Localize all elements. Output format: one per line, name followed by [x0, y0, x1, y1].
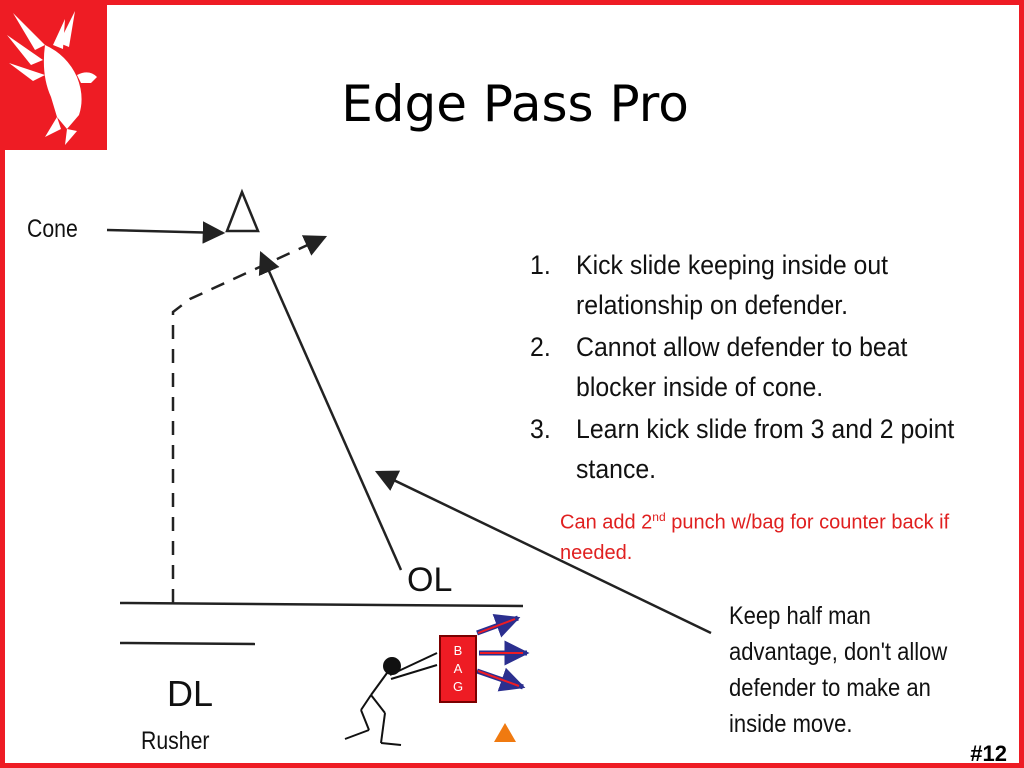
cone-pointer-arrow — [106, 221, 226, 244]
cone-label: Cone — [27, 215, 78, 243]
dl-rush-path — [171, 235, 328, 603]
play-diagram — [106, 188, 712, 746]
list-item: 1. Kick slide keeping inside out relatio… — [530, 250, 889, 320]
bag-letter: G — [452, 679, 464, 694]
bag-letter: B — [453, 643, 463, 658]
dl-line — [119, 641, 256, 646]
rusher-label: Rusher — [141, 727, 210, 755]
slide-number: #12 — [970, 741, 1007, 766]
eagle-logo — [5, 5, 107, 150]
line-of-scrimmage — [119, 601, 524, 608]
ol-label: OL — [407, 561, 453, 599]
coaching-steps: 1. Kick slide keeping inside out relatio… — [530, 245, 1000, 491]
orange-triangle-icon — [494, 723, 516, 742]
bag-letter: A — [453, 661, 463, 676]
punch-bag: B A G — [439, 635, 477, 703]
list-item: 2. Cannot allow defender to beat blocker… — [530, 332, 908, 402]
stick-figure-icon — [344, 652, 438, 746]
triangle-cone-icon — [225, 188, 260, 233]
half-man-advice: Keep half man advantage, don't allow def… — [729, 602, 948, 738]
list-item: 3. Learn kick slide from 3 and 2 point s… — [530, 414, 955, 484]
counter-punch-note: Can add 2nd punch w/bag for counter back… — [560, 510, 950, 564]
dl-label: DL — [167, 673, 214, 714]
ol-kick-slide-arrow — [258, 250, 403, 571]
advice-pointer-arrow — [374, 470, 712, 635]
page-title: Edge Pass Pro — [341, 75, 689, 133]
